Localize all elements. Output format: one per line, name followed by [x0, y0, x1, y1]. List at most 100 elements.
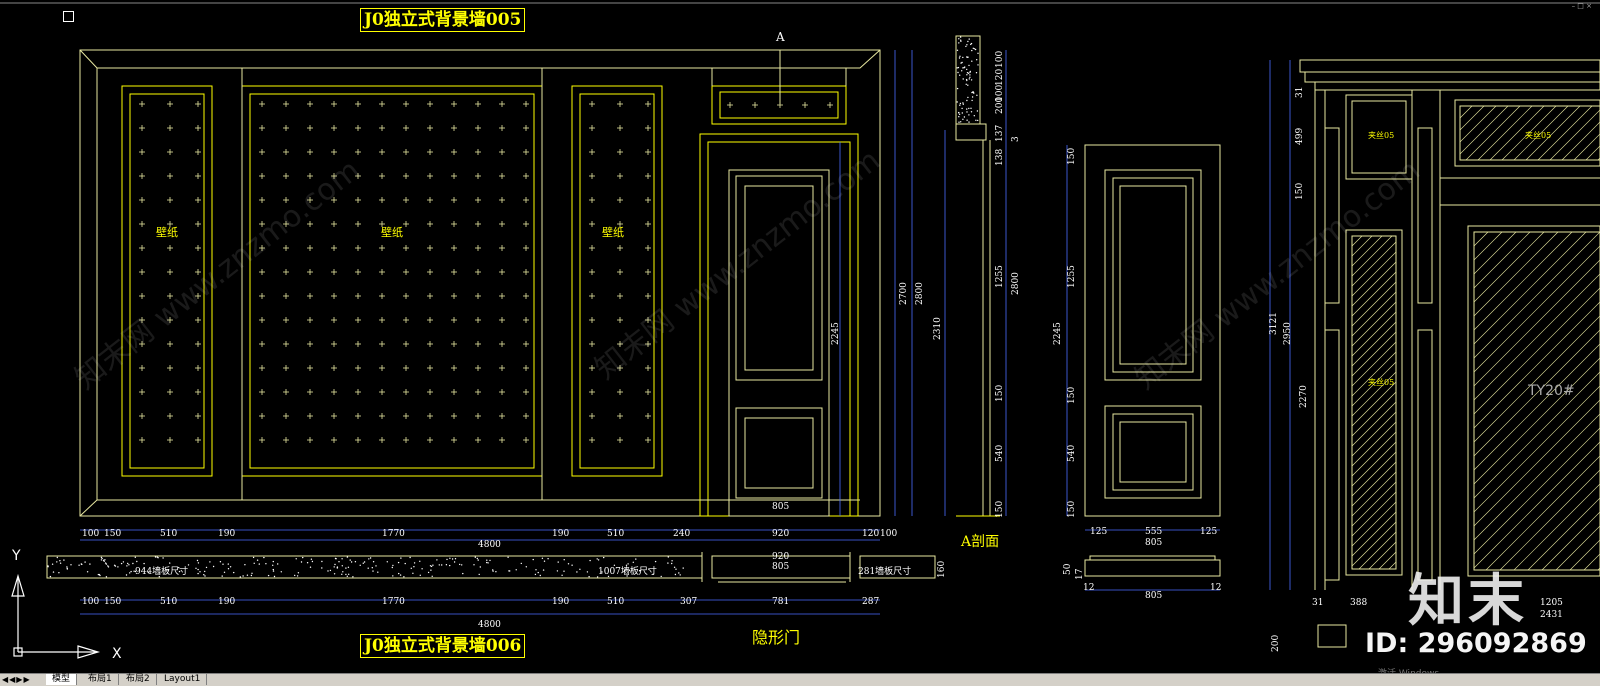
tab-model[interactable]: 模型 [46, 674, 78, 685]
panel-size-label-2: 1007墙板尺寸 [598, 567, 657, 577]
svg-text:150: 150 [1067, 148, 1077, 165]
svg-text:125: 125 [1090, 527, 1107, 537]
svg-text:100: 100 [880, 529, 897, 539]
tab-nav-arrows-icon[interactable]: ◀◀▶▶ [2, 675, 31, 684]
svg-text:12: 12 [1210, 583, 1221, 593]
svg-text:307: 307 [680, 597, 697, 607]
svg-text:1255: 1255 [1067, 265, 1077, 288]
svg-text:3121: 3121 [1269, 312, 1279, 335]
viewport-control-icon[interactable] [63, 11, 74, 22]
svg-text:2950: 2950 [1283, 322, 1293, 345]
plan-strip [46, 552, 936, 583]
door-elevation [1084, 144, 1221, 577]
main-elevation [79, 49, 881, 517]
svg-text:1770: 1770 [382, 597, 405, 607]
tab-layout-2[interactable]: 布局2 [120, 674, 157, 685]
svg-text:240: 240 [673, 529, 690, 539]
svg-text:2700: 2700 [899, 282, 909, 305]
svg-text:190: 190 [552, 529, 569, 539]
svg-text:805: 805 [1145, 538, 1162, 548]
svg-text:150: 150 [1295, 183, 1305, 200]
panel-size-label-3: 281墙板尺寸 [858, 567, 912, 577]
svg-text:2245: 2245 [1053, 322, 1063, 345]
svg-text:150: 150 [1067, 501, 1077, 518]
svg-text:100: 100 [995, 85, 1005, 102]
layout-tab-bar: ◀◀▶▶ 模型 布局1 布局2 Layout1 [0, 673, 1600, 686]
svg-text:4800: 4800 [478, 620, 501, 630]
svg-text:137: 137 [995, 125, 1005, 142]
svg-text:1255: 1255 [995, 265, 1005, 288]
svg-text:200: 200 [995, 97, 1005, 114]
svg-text:3: 3 [1011, 136, 1021, 142]
svg-text:150: 150 [995, 385, 1005, 402]
svg-text:12: 12 [1083, 583, 1094, 593]
window-controls[interactable]: – □ × [1571, 2, 1592, 10]
jiasi-label-3: 夹丝05 [1368, 378, 1395, 387]
svg-text:190: 190 [552, 597, 569, 607]
ty-label: TY20# [1528, 383, 1575, 399]
svg-text:190: 190 [218, 529, 235, 539]
section-marker-a: A [776, 30, 785, 44]
svg-text:510: 510 [607, 597, 624, 607]
wallpaper-label-2: 壁纸 [381, 226, 403, 239]
svg-text:120: 120 [995, 69, 1005, 86]
svg-text:805: 805 [772, 562, 789, 572]
wallpaper-label-3: 壁纸 [602, 226, 624, 239]
side-elevation [1299, 59, 1600, 648]
brand-logo: 知末 [1408, 569, 1528, 634]
svg-text:920: 920 [772, 552, 789, 562]
svg-text:388: 388 [1350, 598, 1367, 608]
section-a [955, 35, 1000, 517]
svg-text:100: 100 [995, 51, 1005, 68]
section-a-speckle [956, 36, 979, 123]
svg-text:2310: 2310 [933, 317, 943, 340]
axis-x-label: X [112, 646, 122, 662]
svg-text:138: 138 [995, 149, 1005, 166]
svg-text:781: 781 [772, 597, 789, 607]
svg-text:510: 510 [607, 529, 624, 539]
svg-text:2800: 2800 [1011, 272, 1021, 295]
jiasi-label-1: 夹丝05 [1368, 131, 1395, 140]
jiasi-label-2: 夹丝05 [1525, 131, 1552, 140]
title-bottom: J0独立式背景墙006 [360, 634, 526, 658]
svg-text:2245: 2245 [831, 322, 841, 345]
svg-text:920: 920 [772, 529, 789, 539]
svg-text:805: 805 [1145, 591, 1162, 601]
svg-text:17: 17 [1075, 568, 1085, 580]
svg-text:100: 100 [82, 529, 99, 539]
svg-text:31: 31 [1295, 87, 1305, 98]
brand-id: ID: 296092869 [1365, 628, 1587, 659]
wallpaper-label-1: 壁纸 [156, 226, 178, 239]
svg-text:190: 190 [218, 597, 235, 607]
plan-strip-speckle [47, 556, 684, 578]
svg-text:4800: 4800 [478, 540, 501, 550]
title-top: J0独立式背景墙005 [360, 8, 526, 32]
svg-text:50: 50 [1063, 563, 1073, 575]
svg-text:160: 160 [937, 561, 947, 578]
wallpaper-cross-pattern [139, 101, 833, 443]
svg-text:150: 150 [1067, 387, 1077, 404]
svg-text:555: 555 [1145, 527, 1162, 537]
tab-layout-en[interactable]: Layout1 [158, 674, 208, 685]
svg-text:100: 100 [82, 597, 99, 607]
panel-size-label-1: 944墙板尺寸 [135, 567, 189, 577]
svg-text:200: 200 [1271, 635, 1281, 652]
svg-text:2270: 2270 [1299, 385, 1309, 408]
svg-text:31: 31 [1312, 598, 1323, 608]
svg-text:510: 510 [160, 529, 177, 539]
svg-text:125: 125 [1200, 527, 1217, 537]
svg-text:150: 150 [104, 529, 121, 539]
axis-y-label: Y [12, 548, 21, 564]
svg-text:510: 510 [160, 597, 177, 607]
svg-text:1770: 1770 [382, 529, 405, 539]
svg-text:540: 540 [1067, 445, 1077, 462]
hidden-door-label: 隐形门 [752, 628, 801, 647]
tab-layout-1[interactable]: 布局1 [82, 674, 119, 685]
section-a-label: A剖面 [961, 534, 1000, 550]
svg-text:499: 499 [1295, 128, 1305, 145]
svg-text:2800: 2800 [915, 282, 925, 305]
svg-text:805: 805 [772, 502, 789, 512]
svg-text:1205: 1205 [1540, 598, 1563, 608]
